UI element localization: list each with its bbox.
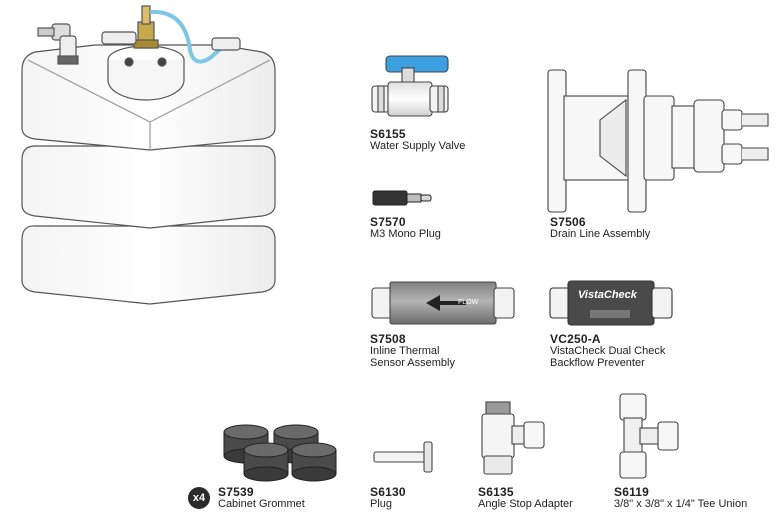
label-s7508: S7508 Inline Thermal Sensor Assembly bbox=[370, 333, 455, 369]
label-s7570: S7570 M3 Mono Plug bbox=[370, 216, 441, 240]
part-name: M3 Mono Plug bbox=[370, 228, 441, 240]
part-code: S6130 bbox=[370, 485, 406, 499]
part-name: Backflow Preventer bbox=[550, 357, 645, 369]
part-name: Sensor Assembly bbox=[370, 357, 455, 369]
part-code: S7570 bbox=[370, 215, 406, 229]
part-name: Water Supply Valve bbox=[370, 140, 466, 152]
angle-stop-adapter-image bbox=[481, 401, 545, 475]
part-name: 3/8" x 3/8" x 1/4" Tee Union bbox=[614, 498, 748, 510]
flow-arrow-label: FLOW bbox=[458, 299, 479, 306]
water-supply-valve-image bbox=[371, 55, 449, 117]
part-code: S6135 bbox=[478, 485, 514, 499]
vistacheck-brand-label: VistaCheck bbox=[578, 289, 637, 301]
inline-thermal-sensor-image bbox=[371, 281, 515, 325]
part-code: VC250-A bbox=[550, 332, 601, 346]
label-s7539: S7539 Cabinet Grommet bbox=[218, 486, 305, 510]
quantity-badge: x4 bbox=[188, 487, 210, 509]
mono-plug-image bbox=[372, 190, 432, 206]
cabinet-grommet-image bbox=[223, 424, 337, 482]
part-code: S6155 bbox=[370, 127, 406, 141]
label-s6119: S6119 3/8" x 3/8" x 1/4" Tee Union bbox=[614, 486, 747, 510]
part-code: S7508 bbox=[370, 332, 406, 346]
label-s6155: S6155 Water Supply Valve bbox=[370, 128, 465, 152]
part-name: Inline Thermal bbox=[370, 345, 440, 357]
part-name: Cabinet Grommet bbox=[218, 498, 305, 510]
tee-union-image bbox=[619, 393, 679, 479]
label-s6135: S6135 Angle Stop Adapter bbox=[478, 486, 573, 510]
drain-line-assembly-image bbox=[547, 69, 769, 213]
part-code: S7539 bbox=[218, 485, 254, 499]
part-code: S7506 bbox=[550, 215, 586, 229]
label-s6130: S6130 Plug bbox=[370, 486, 406, 510]
label-s7506: S7506 Drain Line Assembly bbox=[550, 216, 650, 240]
reservoir-tank bbox=[21, 5, 276, 305]
part-code: S6119 bbox=[614, 485, 650, 499]
plug-image bbox=[373, 441, 433, 473]
label-vc250a: VC250-A VistaCheck Dual Check Backflow P… bbox=[550, 333, 665, 369]
part-name: Plug bbox=[370, 498, 393, 510]
vistacheck-image bbox=[549, 280, 673, 326]
part-name: Angle Stop Adapter bbox=[478, 498, 573, 510]
part-name: Drain Line Assembly bbox=[550, 228, 651, 240]
part-name: VistaCheck Dual Check bbox=[550, 345, 666, 357]
